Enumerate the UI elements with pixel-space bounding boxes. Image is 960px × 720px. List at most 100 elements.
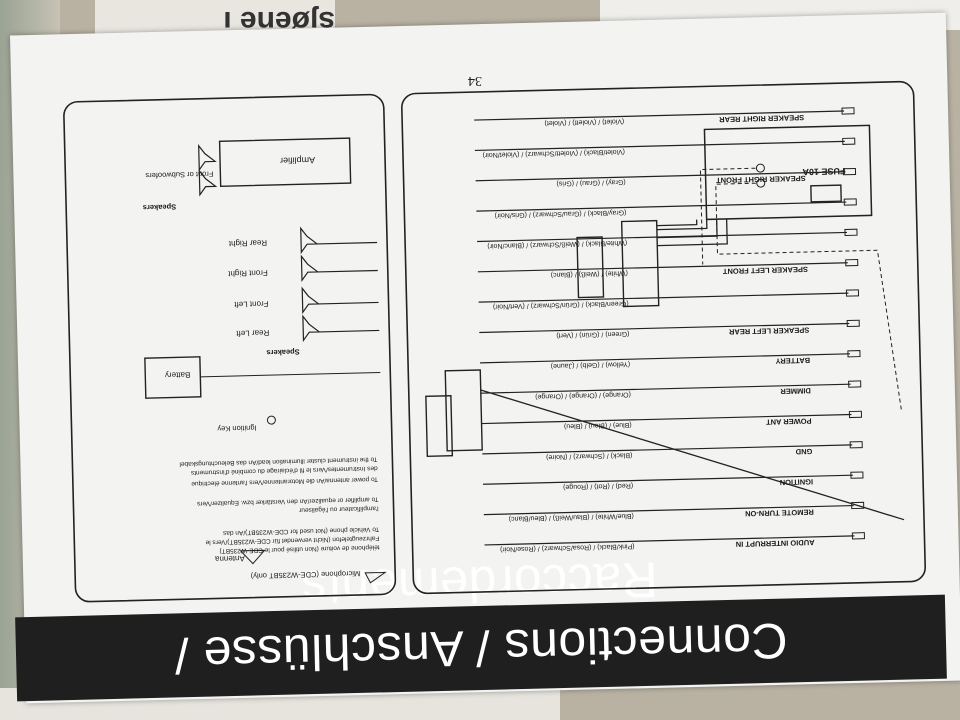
wire-color-label: (Blue) / (Blau) / (Bleu) xyxy=(564,421,632,430)
wire-color-label: (Red) / (Rot) / (Rouge) xyxy=(563,482,633,491)
front-right-label: Front Right xyxy=(227,268,268,278)
wire-line xyxy=(474,140,845,152)
wire-function-label: SPEAKER RIGHT FRONT xyxy=(716,174,806,185)
wire-color-label: (Black) / (Schwarz) / (Noire) xyxy=(546,451,632,460)
wire-color-label: (Pink/Black) / (Rosa/Schwarz) / (Rose/No… xyxy=(500,542,635,552)
speaker-icon xyxy=(301,286,321,315)
wire-line xyxy=(480,353,850,364)
power-connector xyxy=(444,369,483,452)
front-or-subwoofers-label: Front or Subwoofers xyxy=(145,169,213,180)
speaker-icon xyxy=(198,169,218,197)
battery-wire xyxy=(200,371,381,378)
rca-dashed-line xyxy=(715,182,902,410)
wire-terminal-icon xyxy=(848,410,863,419)
wire-terminal-icon xyxy=(844,228,858,236)
connection-note-line: l'amplificateur ou l'égaliseur xyxy=(298,505,378,514)
rca-jack-icon xyxy=(756,178,766,188)
rear-left-label: Rear Left xyxy=(235,328,269,338)
wire-lines xyxy=(474,107,865,546)
wire-terminal-icon xyxy=(842,167,857,176)
wire-line xyxy=(477,231,848,243)
antenna-icon xyxy=(239,549,266,565)
wire-color-label: (Green) / (Grün) / (Vert) xyxy=(556,330,629,339)
speaker-connector xyxy=(620,219,660,308)
wire-terminal-icon xyxy=(849,441,863,449)
wire-terminal-icon xyxy=(842,137,856,145)
wire-function-label: DIMMER xyxy=(780,386,811,396)
speaker-icon xyxy=(300,226,319,255)
wire-line xyxy=(484,535,855,546)
head-unit-box xyxy=(703,124,873,221)
wire-color-label: (Yellow) / (Gelb) / (Jaune) xyxy=(551,360,631,369)
connection-note-line: des Instrumentes/Vers le fil d'éclairage… xyxy=(190,465,378,477)
speaker-icon xyxy=(198,144,217,172)
wire-terminal-icon xyxy=(850,471,864,479)
wire-function-label: AUDIO INTERRUPT IN xyxy=(736,538,815,549)
connection-note-line: téléphone de voiture (Non utilisé pour l… xyxy=(219,544,379,555)
wire-terminal-icon xyxy=(851,532,865,540)
wire-line xyxy=(476,201,847,212)
power-connector-plug xyxy=(425,395,454,458)
connection-notes: To the instrument cluster illumination l… xyxy=(179,456,380,555)
wire-color-label: (Gray/Black) / (Grau/Schwarz) / (Gris/No… xyxy=(495,208,627,218)
connection-note-line: Fahrzeugtelefon (Nicht verwendet für CDE… xyxy=(205,535,379,546)
wire-color-label: (Orange) / (Orange) / (Orange) xyxy=(535,391,631,400)
connection-note-line: To power antenna/An die Motorantenne/Ver… xyxy=(191,476,378,488)
ignition-key-label: Ignition Key xyxy=(217,423,257,433)
wire-color-label: (Green/Black) / (Grün/Schwarz) / (Vert/N… xyxy=(493,299,629,309)
speaker-icons xyxy=(198,144,380,343)
wire-function-label: SPEAKER LEFT REAR xyxy=(728,325,809,336)
wire-color-label: (Gray) / (Grau) / (Gris) xyxy=(556,178,625,187)
speaker-icon xyxy=(300,254,320,283)
wire-color-label: (White/Black) / (Weiß/Schwarz) / (Blanc/… xyxy=(487,239,627,249)
wire-terminal-icon xyxy=(843,198,857,206)
front-left-label: Front Left xyxy=(233,299,268,309)
microphone-label: Microphone (CDE-W235BT only) xyxy=(250,569,360,581)
antenna-label: Antenna xyxy=(214,554,245,564)
harness-panel-frame xyxy=(401,80,926,595)
wire-line xyxy=(482,444,853,455)
wire-function-label: GND xyxy=(795,447,812,456)
wire-line xyxy=(475,171,846,182)
wire-line xyxy=(480,383,851,394)
wire-function-label: POWER ANT xyxy=(766,416,812,426)
wire-terminal-icon xyxy=(848,380,862,388)
wire-line xyxy=(483,504,854,516)
wire-line xyxy=(479,322,850,334)
wire-line xyxy=(481,413,852,425)
wire-terminal-icon xyxy=(845,289,860,297)
fuse-icon xyxy=(810,184,842,203)
wire-line xyxy=(478,292,849,303)
amplifier-box xyxy=(218,137,352,188)
amplifier-label: Amplifier xyxy=(280,155,315,166)
microphone-icon xyxy=(364,571,387,584)
connection-note-line: To amplifier or equalizer/An den Verstär… xyxy=(196,496,378,507)
wire-color-label: (Violet) / (Violett) / (Violet) xyxy=(544,117,624,126)
wire-function-label: REMOTE TURN-ON xyxy=(745,508,814,519)
wire-terminal-icon xyxy=(845,259,859,267)
wire-function-label: SPEAKER RIGHT REAR xyxy=(718,113,804,124)
fuse-label: FUSE 10A xyxy=(802,166,846,177)
wire-terminal-icon xyxy=(841,107,855,115)
speaker-icon xyxy=(302,314,321,343)
wire-terminal-icon xyxy=(851,501,865,510)
wire-labels: (Violet) / (Violett) / (Violet) SPEAKER R… xyxy=(483,113,815,553)
wire-function-label: IGNITION xyxy=(780,477,814,487)
battery-label: Battery xyxy=(165,370,191,380)
speaker-panel-frame xyxy=(63,93,397,603)
wire-function-label: SPEAKER LEFT FRONT xyxy=(722,265,808,276)
wire-function-label: BATTERY xyxy=(775,356,810,366)
wire-color-label: (Violet/Black) / (Violett/Schwarz) / (Vi… xyxy=(483,148,626,158)
speaker-connector-plug xyxy=(576,236,605,299)
rear-right-label: Rear Right xyxy=(228,238,267,248)
speakers-bottom-label: Speakers xyxy=(266,347,300,357)
rca-jack-icon xyxy=(755,163,765,173)
wire-terminal-icon xyxy=(847,350,861,358)
wire-color-label: (Blue/White) / (Blau/Weiß) / (Bleu/Blanc… xyxy=(509,512,634,522)
wire-line xyxy=(477,262,848,273)
wire-terminal-icon xyxy=(846,319,860,328)
wire-line xyxy=(483,474,853,485)
connection-note-line: To Vehicle phone (Not used for CDE-W235B… xyxy=(222,526,379,537)
